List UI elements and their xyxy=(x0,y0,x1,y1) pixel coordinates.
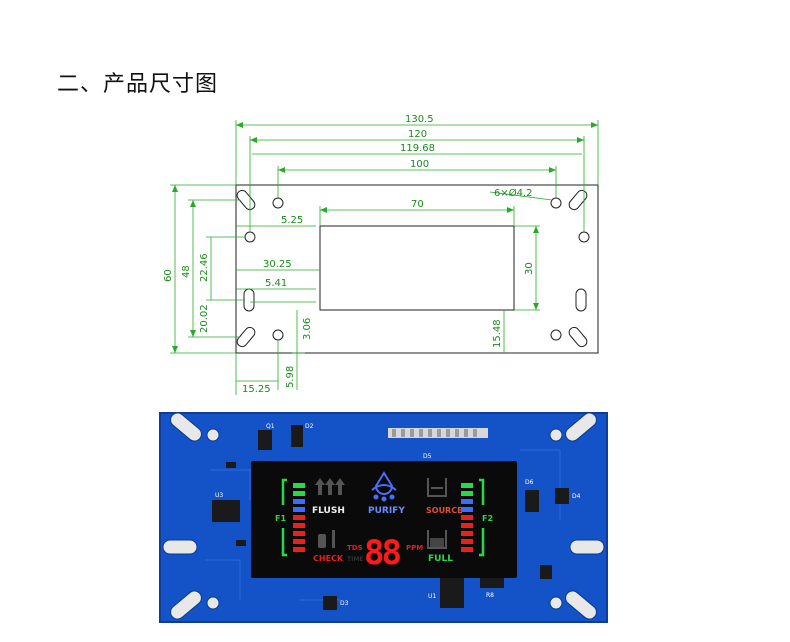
dim-30-25: 30.25 xyxy=(263,259,292,270)
dim-15-48: 15.48 xyxy=(492,319,503,348)
mounting-holes xyxy=(236,189,590,348)
full-icon xyxy=(427,530,447,549)
silk-d4: D4 xyxy=(572,493,581,500)
display-digits: 88 xyxy=(364,533,400,573)
silk-d3: D3 xyxy=(340,600,349,607)
display-window xyxy=(319,225,515,311)
silk-u3: U3 xyxy=(215,492,223,499)
display-ppm: PPM xyxy=(406,544,423,552)
left-level-bars xyxy=(281,478,305,557)
dim-5-25: 5.25 xyxy=(281,215,303,226)
silk-d6: D6 xyxy=(525,479,534,486)
display-purify: PURIFY xyxy=(368,506,405,516)
page-title: 二、产品尺寸图 xyxy=(57,72,219,97)
dim-70: 70 xyxy=(411,199,424,210)
display-f2: F2 xyxy=(482,514,493,523)
silk-r8: R8 xyxy=(486,592,494,599)
dim-15-25: 15.25 xyxy=(242,384,271,395)
dim-3-06: 3.06 xyxy=(302,318,313,340)
display-panel xyxy=(251,461,517,578)
silk-d5: D5 xyxy=(423,453,432,460)
display-time: TIME xyxy=(347,556,363,563)
dim-48: 48 xyxy=(181,265,192,278)
silkscreen: Q1 D2 U3 D5 D6 D4 D3 U1 R8 xyxy=(215,423,581,607)
dimension-lines xyxy=(170,120,599,395)
components xyxy=(212,425,569,610)
pcb-board: Q1 D2 U3 D5 D6 D4 D3 U1 R8 F1 xyxy=(159,412,608,623)
dim-120: 120 xyxy=(408,129,427,140)
display-source: SOURCE xyxy=(426,506,463,515)
display-flush: FLUSH xyxy=(312,506,345,516)
dim-119-68: 119.68 xyxy=(400,143,435,154)
silk-d2: D2 xyxy=(305,423,314,430)
purify-icon xyxy=(371,471,397,495)
dim-100: 100 xyxy=(410,159,429,170)
arrow-heads xyxy=(172,122,598,353)
dim-30: 30 xyxy=(524,262,535,275)
display-f1: F1 xyxy=(275,514,286,523)
dim-60: 60 xyxy=(163,269,174,282)
dim-5-41: 5.41 xyxy=(265,278,287,289)
display-check: CHECK xyxy=(313,554,344,563)
check-icon xyxy=(318,530,335,548)
dim-20-02: 20.02 xyxy=(199,304,210,333)
flush-icon xyxy=(315,478,345,495)
silk-q1: Q1 xyxy=(266,423,275,430)
board-mounting-slots xyxy=(162,412,605,620)
display-full: FULL xyxy=(428,554,453,564)
dim-holes: 6×Ø4.2 xyxy=(494,187,533,199)
display-tds: TDS xyxy=(347,544,363,552)
dim-5-98: 5.98 xyxy=(285,366,296,388)
dim-130-5: 130.5 xyxy=(405,114,434,125)
source-icon xyxy=(427,478,447,497)
dim-22-46: 22.46 xyxy=(199,253,210,282)
silk-u1: U1 xyxy=(428,593,436,600)
right-level-bars xyxy=(461,478,485,557)
plate-outline xyxy=(235,184,599,354)
